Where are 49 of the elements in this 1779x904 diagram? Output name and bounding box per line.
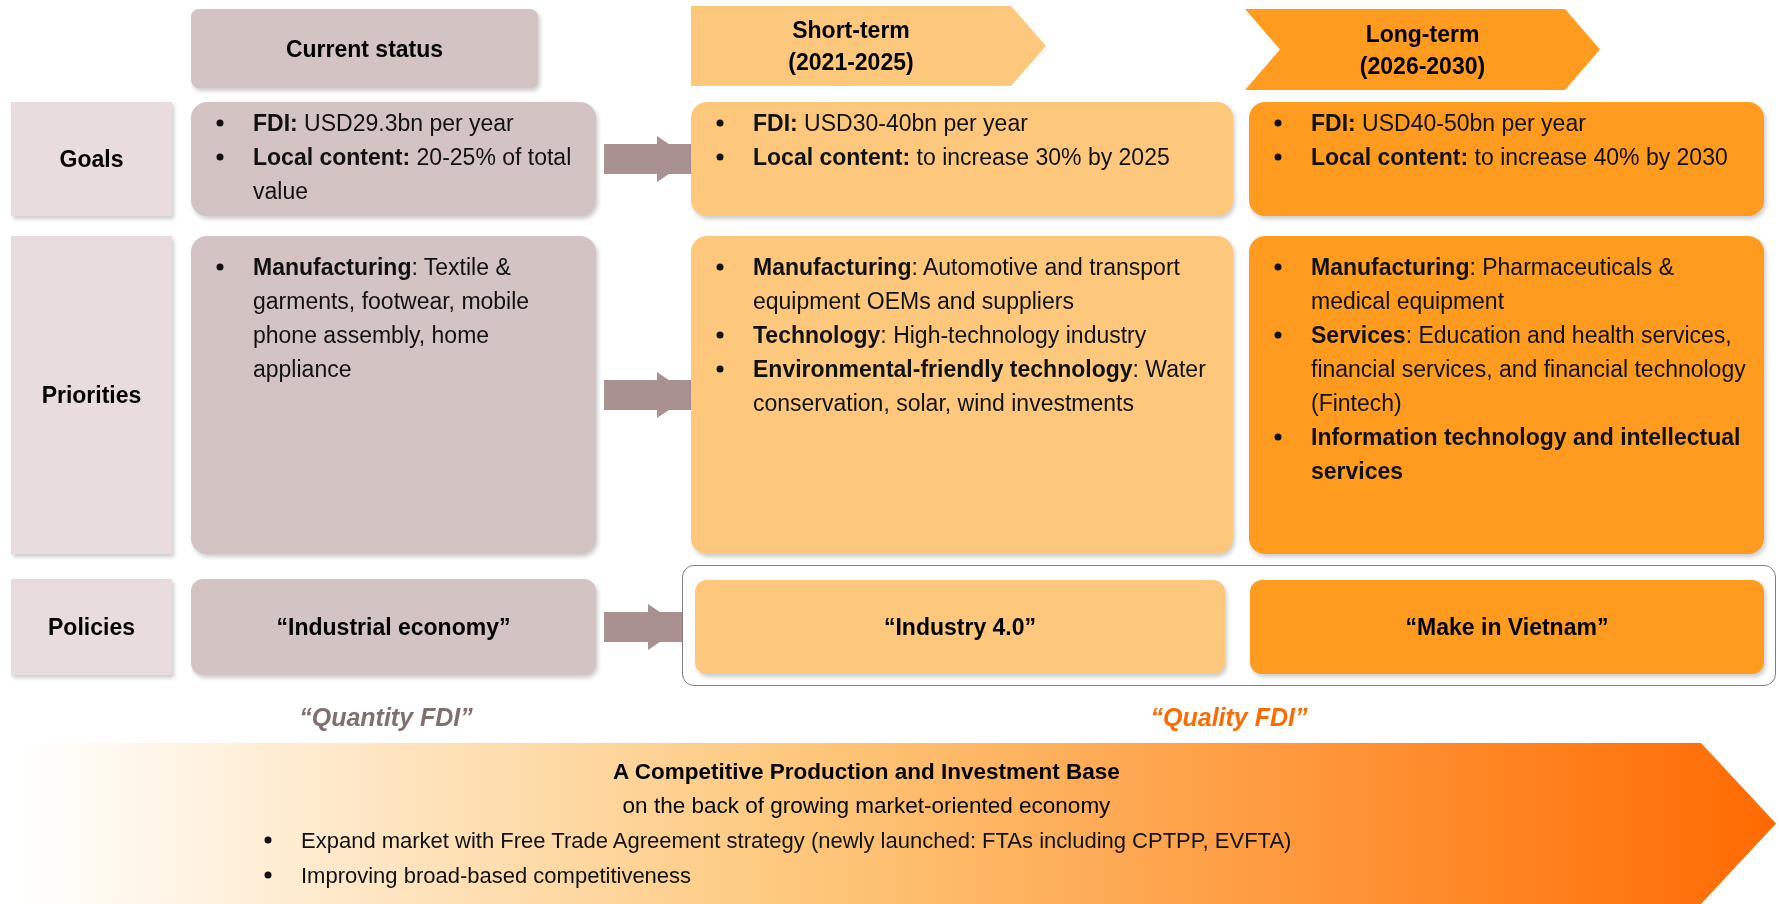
bullet-text: FDI: USD40-50bn per year — [1311, 110, 1586, 136]
bullet-text: Local content: to increase 40% by 2030 — [1311, 144, 1728, 170]
header-arrow — [691, 6, 1046, 86]
header-text: Short-term — [792, 16, 910, 45]
bullet-text: FDI: USD29.3bn per year — [253, 110, 514, 136]
bullet-text: Manufacturing: Textile & garments, footwear, mobile phone assembly, home appliance — [253, 254, 530, 382]
header-text: Current status — [285, 34, 444, 64]
bullet-text: Expand market with Free Trade Agreement strategy (newly launched: FTAs including CPTPP, EVFTA) — [301, 828, 1292, 853]
priority-card — [691, 236, 1233, 554]
header-text: (2021-2025) — [788, 48, 914, 77]
arrow — [604, 136, 691, 182]
priority-card — [1249, 236, 1764, 554]
row-label-box — [11, 579, 172, 675]
bullet-text: Technology: High-technology industry — [753, 322, 1147, 348]
row-label: Policies — [48, 613, 135, 641]
header-chevron — [1245, 9, 1600, 90]
goal-card — [1249, 102, 1764, 216]
bullet-text: Local content: 20-25% of total value — [253, 144, 572, 204]
row-label-box — [11, 102, 172, 216]
bullet-text: Environmental-friendly technology: Water conservation, solar, wind investments — [753, 356, 1206, 416]
policy-name: “Make in Vietnam” — [1405, 613, 1609, 641]
policy-card — [191, 579, 596, 675]
row-label: Priorities — [41, 381, 142, 409]
policy-group-outline — [682, 565, 1776, 686]
heading: A Competitive Production and Investment Base — [612, 758, 1121, 786]
arrow — [604, 372, 691, 418]
header-text: Long-term — [1365, 19, 1480, 49]
priority-card — [191, 236, 596, 554]
tagline: “Quality FDI” — [1150, 703, 1308, 732]
bullet-text: Information technology and intellectual services — [1311, 424, 1741, 484]
bullet-text: FDI: USD30-40bn per year — [753, 110, 1028, 136]
row-label: Goals — [59, 145, 124, 173]
bullet-text: Manufacturing: Pharmaceuticals & medical equipment — [1311, 254, 1674, 314]
goal-card — [191, 102, 596, 216]
goal-card — [691, 102, 1233, 216]
header-text: (2026-2030) — [1359, 51, 1486, 81]
arrow — [604, 604, 682, 650]
tagline: “Quantity FDI” — [299, 703, 473, 732]
bullet-text: Improving broad-based competitiveness — [301, 863, 692, 888]
row-label-box — [11, 236, 172, 554]
header-box — [191, 9, 538, 88]
bullet-text: Local content: to increase 30% by 2025 — [753, 144, 1170, 170]
policy-card — [1250, 580, 1764, 674]
bullet-text: Services: Education and health services, financial services, and financial technology (Fintech) — [1311, 322, 1746, 416]
subheading: on the back of growing market-oriented economy — [621, 792, 1112, 820]
policy-card — [695, 580, 1225, 674]
bullet-text: Manufacturing: Automotive and transport equipment OEMs and suppliers — [753, 254, 1180, 314]
policy-name: “Industrial economy” — [276, 613, 511, 641]
policy-name: “Industry 4.0” — [883, 613, 1037, 641]
